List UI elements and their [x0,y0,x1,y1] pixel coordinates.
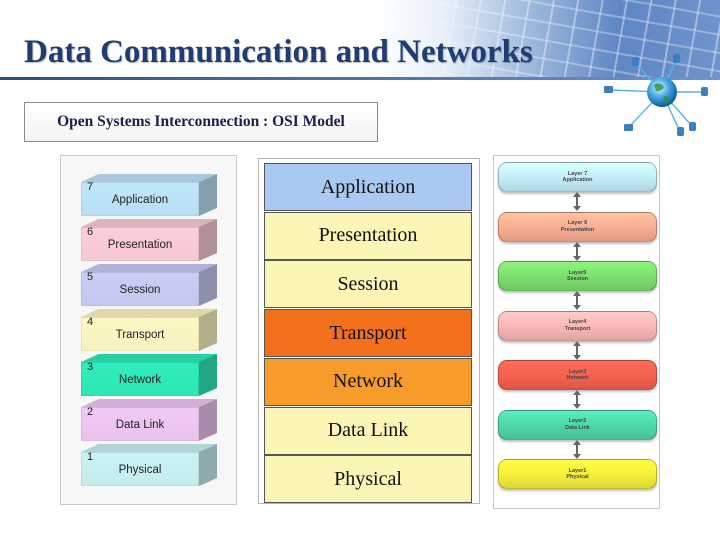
stack2-layer: Application [264,163,472,211]
double-arrow-icon [572,341,582,360]
stack2-layer: Transport [264,309,472,357]
layer-label: Application [81,182,199,216]
double-arrow-icon [572,242,582,261]
layer-label: Transport [81,317,199,351]
stack2-layer: Session [264,260,472,308]
layer-name-label: Presentation [561,227,594,234]
layer-number: 4 [87,316,93,328]
layer-name-label: Data Link [565,425,590,432]
layer-name-label: Session [567,276,588,283]
double-arrow-icon [572,440,582,459]
stack2-layer: Network [264,358,472,406]
layer-top-face [81,264,217,272]
layer-label: Session [81,272,199,306]
layer-number: 7 [87,181,93,193]
layer-name-label: Application [563,177,593,184]
layer-number: 1 [87,451,93,463]
double-arrow-icon [572,192,582,211]
layer-number: 2 [87,406,93,418]
subtitle-box: Open Systems Interconnection : OSI Model [24,102,378,142]
layer-label: Physical [81,452,199,486]
layer-top-face [81,174,217,182]
layer-top-face [81,309,217,317]
layer-top-face [81,444,217,452]
double-arrow-icon [572,390,582,409]
layer-number: 5 [87,271,93,283]
layer-name-label: Transport [565,326,590,333]
layer-name-label: Network [567,375,589,382]
layer-label: Data Link [81,407,199,441]
double-arrow-icon [572,291,582,310]
layer-top-face [81,399,217,407]
subtitle-text: Open Systems Interconnection : OSI Model [57,113,345,131]
stack2-layer: Physical [264,455,472,503]
stack2-layer: Data Link [264,407,472,455]
globe-network-icon [588,52,720,144]
layer-label: Network [81,362,199,396]
layer-top-face [81,219,217,227]
layer-label: Presentation [81,227,199,261]
layer-number: 6 [87,226,93,238]
layer-number: 3 [87,361,93,373]
layer-top-face [81,354,217,362]
slide-title: Data Communication and Networks [24,34,533,71]
stack2-layer: Presentation [264,212,472,260]
layer-name-label: Physical [566,474,588,481]
